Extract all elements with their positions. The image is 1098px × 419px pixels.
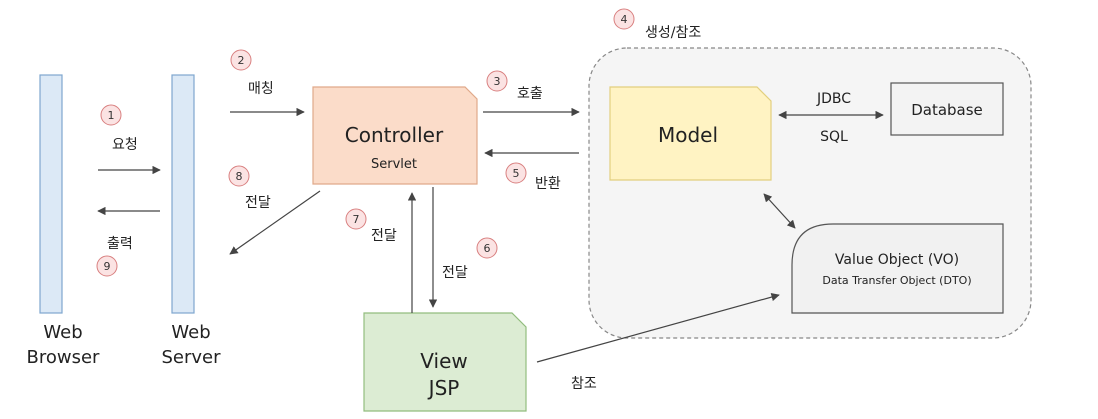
step-7-number: 7 — [353, 213, 360, 226]
step-1-number: 1 — [108, 109, 115, 122]
step-2-label: 매칭 — [248, 81, 274, 97]
controller-title: Controller — [345, 123, 444, 147]
model-title: Model — [658, 123, 718, 147]
step-8-badge — [228, 165, 250, 187]
step-8-label: 전달 — [245, 195, 271, 211]
step-4-badge — [613, 8, 635, 30]
web-server-label-line1: Web — [171, 322, 210, 343]
step-9-number: 9 — [104, 260, 111, 273]
step-6-label: 전달 — [442, 265, 468, 281]
value-object-subtitle: Data Transfer Object (DTO) — [822, 274, 971, 287]
value-object-title: Value Object (VO) — [835, 252, 959, 268]
sql-label: SQL — [820, 129, 848, 145]
web-server-panel — [171, 74, 195, 314]
step-5-label: 반환 — [535, 176, 561, 192]
step-3-number: 3 — [494, 75, 501, 88]
database-title: Database — [911, 101, 983, 119]
database-box — [890, 82, 1004, 136]
value-object-box — [791, 223, 1004, 314]
arrow-view-to-valueobject — [536, 292, 780, 363]
step-6-number: 6 — [484, 242, 491, 255]
step-9-badge — [96, 255, 118, 277]
web-server-label-line2: Server — [161, 347, 221, 368]
step-5-badge — [505, 162, 527, 184]
step-2-badge — [230, 49, 252, 71]
step-4-label: 생성/참조 — [645, 25, 701, 41]
step-7-label: 전달 — [371, 228, 397, 244]
jdbc-label: JDBC — [816, 91, 851, 107]
controller-subtitle: Servlet — [371, 157, 417, 172]
reference-label: 참조 — [571, 376, 597, 392]
view-box — [363, 312, 527, 412]
step-1-badge — [100, 104, 122, 126]
controller-box — [312, 86, 478, 185]
step-1-label: 요청 — [112, 137, 138, 153]
view-title: View — [420, 349, 467, 373]
step-5-number: 5 — [513, 167, 520, 180]
arrow-controller-to-server — [229, 190, 321, 255]
web-browser-label-line1: Web — [43, 322, 82, 343]
step-7-badge — [345, 208, 367, 230]
arrow-model-valueobject — [763, 193, 796, 229]
step-3-label: 호출 — [517, 86, 543, 102]
view-subtitle: JSP — [427, 376, 460, 400]
step-2-number: 2 — [238, 54, 245, 67]
model-box — [609, 86, 772, 181]
step-6-badge — [476, 237, 498, 259]
step-8-number: 8 — [236, 170, 243, 183]
step-3-badge — [486, 70, 508, 92]
step-4-number: 4 — [621, 13, 628, 26]
web-browser-label-line2: Browser — [27, 347, 101, 368]
step-9-label: 출력 — [107, 236, 133, 252]
web-browser-panel — [39, 74, 63, 314]
